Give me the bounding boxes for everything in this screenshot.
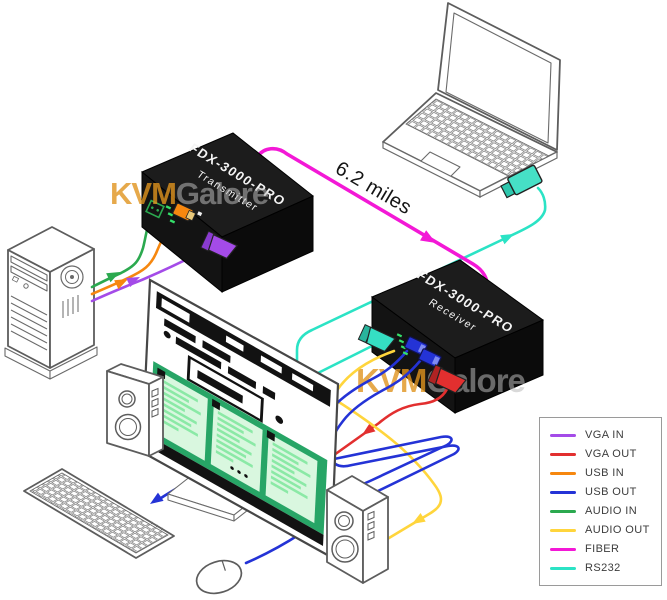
cable-vga-out (318, 387, 449, 467)
pc-tower (4, 226, 98, 380)
legend-item: VGA OUT (550, 448, 661, 460)
monitor (140, 278, 340, 559)
rs232-port (357, 324, 397, 353)
mouse (195, 559, 243, 595)
arrow-vga-in (126, 277, 140, 288)
legend-swatch (550, 547, 576, 551)
tower-fan-hub (70, 275, 74, 279)
speaker-right (326, 475, 389, 584)
legend-item: USB IN (550, 467, 661, 479)
watermark: KVMGalore (110, 176, 269, 211)
legend-item: RS232 (550, 562, 661, 574)
legend-label: VGA OUT (585, 448, 637, 460)
screen-card (210, 398, 263, 492)
watermark-kvm: KVM (110, 176, 176, 211)
receiver-leds (396, 333, 409, 356)
transmitter-label (197, 211, 203, 217)
legend-label: AUDIO IN (585, 505, 638, 517)
audio-in-port (145, 199, 165, 219)
arrow-rs232 (500, 234, 514, 245)
legend-swatch (550, 433, 576, 437)
speaker-tweeter-inner (338, 515, 350, 527)
keyboard (23, 468, 175, 559)
legend-swatch (550, 566, 576, 570)
legend-swatch (550, 509, 576, 513)
tower-base-side (49, 346, 98, 380)
tower-drive-bay (10, 265, 48, 292)
speaker-front (106, 370, 150, 457)
tower-drive-bay (10, 255, 48, 282)
laptop (382, 2, 561, 198)
legend-label: FIBER (585, 543, 620, 555)
laptop-screen (445, 12, 552, 144)
speaker-controls (367, 510, 375, 541)
arrow-vga-out (362, 423, 376, 435)
receiver-side (454, 319, 544, 414)
legend-item: USB OUT (550, 486, 661, 498)
watermark-galore: Galore (176, 176, 269, 211)
legend-label: AUDIO OUT (585, 524, 650, 536)
speaker-tweeter (118, 390, 136, 408)
rs232-adapter (500, 164, 543, 199)
legend-label: VGA IN (585, 429, 625, 441)
tower-front-vents (10, 295, 48, 351)
arrow-audio-in (106, 272, 120, 283)
legend-label: RS232 (585, 562, 621, 574)
speaker-tweeter (334, 511, 354, 531)
legend-label: USB OUT (585, 486, 637, 498)
transmitter-leds (165, 205, 176, 224)
tower-fan (60, 265, 84, 289)
speaker-woofer-inner (119, 418, 137, 436)
usb-out-plug-1 (404, 336, 428, 356)
arrow-fiber (420, 230, 436, 243)
legend: VGA IN VGA OUT USB IN USB OUT AUDIO IN AUDIO … (539, 417, 662, 586)
legend-item: VGA IN (550, 429, 661, 441)
speaker-controls (151, 387, 159, 418)
vga-in-plug (200, 230, 239, 260)
speaker-woofer (331, 535, 359, 563)
speaker-side (362, 496, 389, 584)
screen-card (265, 429, 318, 524)
legend-item: FIBER (550, 543, 661, 555)
usb-out-plug-2 (418, 348, 442, 368)
legend-swatch (550, 471, 576, 475)
transmitter-side (221, 195, 314, 293)
arrow-audio-out (412, 513, 426, 524)
legend-item: AUDIO IN (550, 505, 661, 517)
tower-power-button (23, 283, 29, 289)
speaker-woofer-inner (335, 539, 355, 559)
legend-swatch (550, 452, 576, 456)
keyboard-keys (29, 472, 169, 554)
speaker-left (106, 363, 164, 457)
legend-label: USB IN (585, 467, 625, 479)
tower-button (11, 275, 20, 283)
tower-side-vent (62, 295, 79, 318)
usb-in-plug (172, 202, 197, 222)
tower-fan-inner (65, 270, 79, 284)
speaker-tweeter-inner (121, 393, 133, 405)
legend-item: AUDIO OUT (550, 524, 661, 536)
arrow-usb-in (114, 279, 128, 290)
vga-out-plug (427, 364, 467, 394)
arrow-usb-out (150, 492, 164, 504)
speaker-woofer (114, 413, 142, 441)
cable-audio-out-b (327, 394, 443, 543)
legend-swatch (550, 528, 576, 532)
legend-swatch (550, 490, 576, 494)
